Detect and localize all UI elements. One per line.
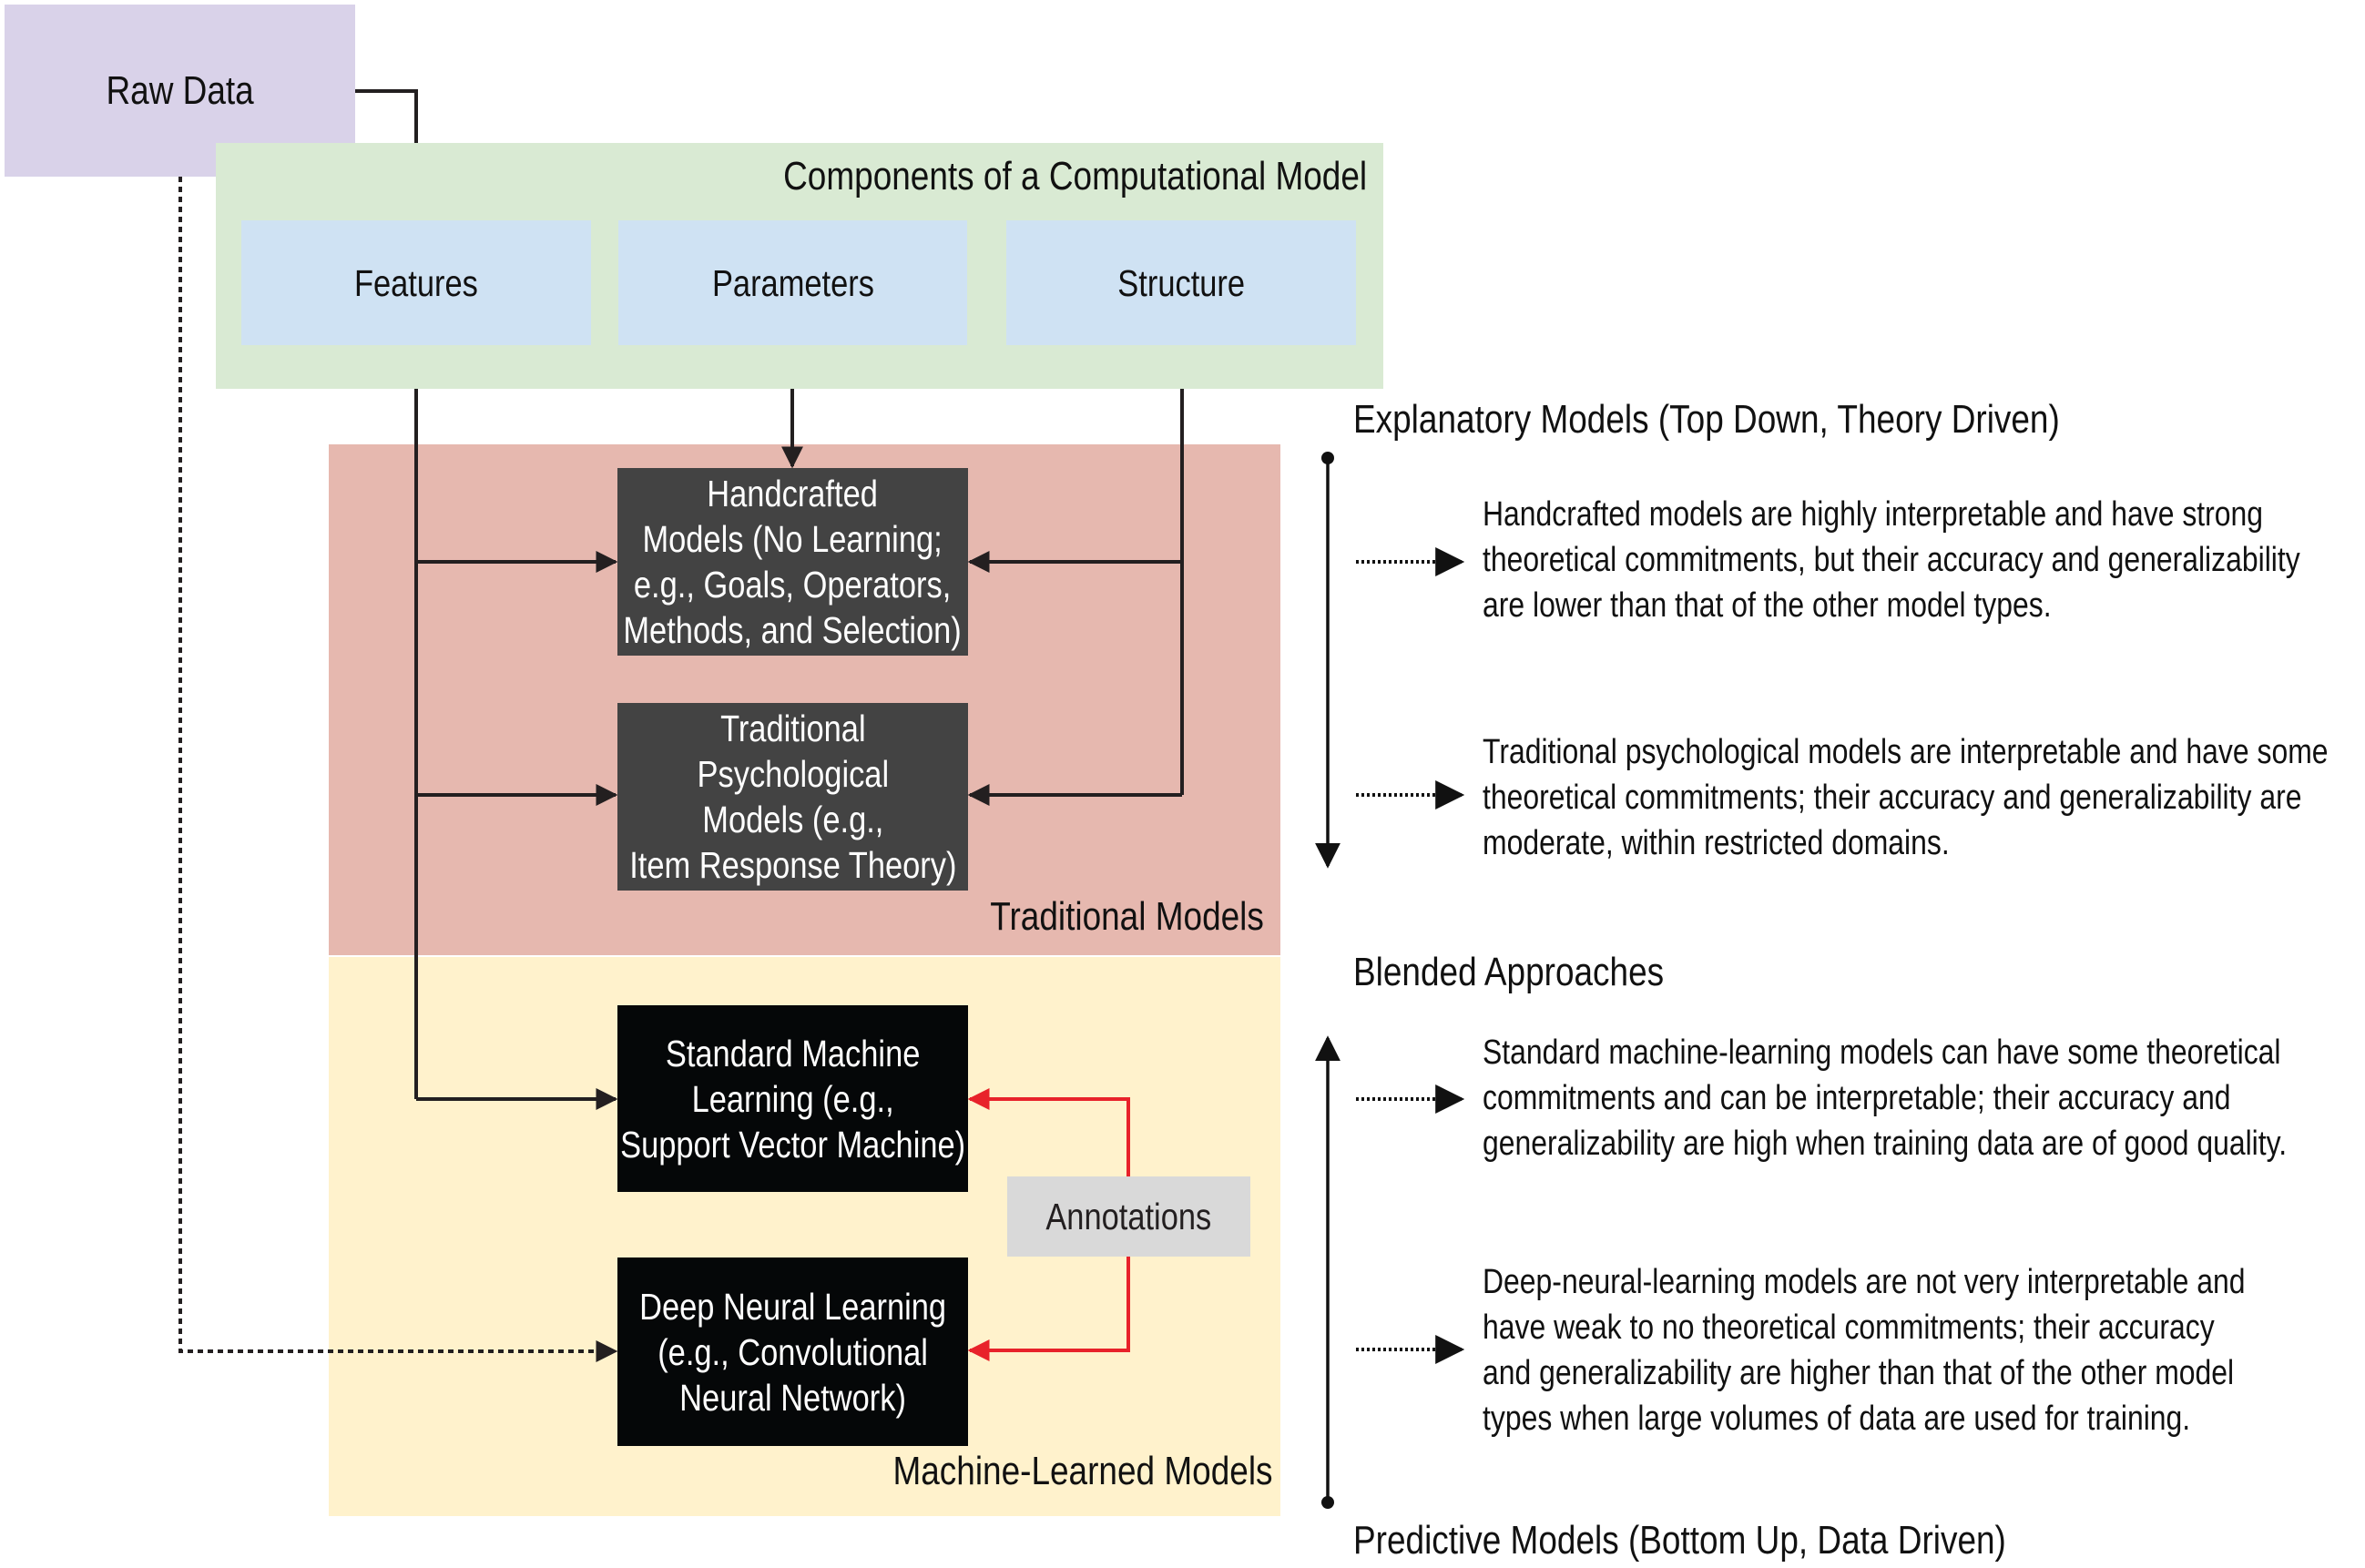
- description-line: types when large volumes of data are use…: [1483, 1400, 2191, 1438]
- description-line: are lower than that of the other model t…: [1483, 586, 2052, 625]
- description-line: Deep-neural-learning models are not very…: [1483, 1263, 2246, 1301]
- handcrafted-description: Handcrafted models are highly interpreta…: [1483, 492, 2365, 628]
- annotations-label: Annotations: [1045, 1196, 1212, 1237]
- traditional-description: Traditional psychological models are int…: [1483, 729, 2365, 866]
- component-structure-label: Structure: [1117, 261, 1245, 304]
- blended-heading-wrap: Blended Approaches: [1353, 950, 1723, 995]
- predictive-models-heading: Predictive Models (Bottom Up, Data Drive…: [1353, 1518, 2006, 1563]
- component-features-label: Features: [354, 261, 478, 304]
- predictive-axis-dot: [1321, 1496, 1334, 1509]
- blended-approaches-heading: Blended Approaches: [1353, 950, 1665, 994]
- description-line: Handcrafted models are highly interpreta…: [1483, 495, 2264, 534]
- raw-to-components-line: [355, 89, 418, 143]
- description-line: Traditional psychological models are int…: [1483, 733, 2329, 771]
- description-line: theoretical commitments; their accuracy …: [1483, 779, 2302, 817]
- components-title: Components of a Computational Model: [782, 154, 1367, 199]
- handcrafted-line: Handcrafted: [707, 473, 879, 514]
- traditional-psych-line: Traditional: [719, 708, 866, 749]
- machine-learned-models-label: Machine-Learned Models: [892, 1449, 1273, 1493]
- handcrafted-models-box: Handcrafted Models (No Learning; e.g., G…: [617, 468, 968, 656]
- explanatory-models-heading: Explanatory Models (Top Down, Theory Dri…: [1353, 397, 2060, 442]
- description-line: have weak to no theoretical commitments;…: [1483, 1308, 2215, 1347]
- traditional-psych-line: Item Response Theory): [628, 844, 957, 886]
- description-line: generalizability are high when training …: [1483, 1125, 2288, 1163]
- deep-neural-learning-box: Deep Neural Learning (e.g., Convolutiona…: [617, 1257, 968, 1446]
- explanatory-axis-dot: [1321, 452, 1334, 464]
- explanatory-heading-wrap: Explanatory Models (Top Down, Theory Dri…: [1353, 397, 2195, 443]
- description-line: Standard machine-learning models can hav…: [1483, 1033, 2281, 1072]
- sml-line: Standard Machine: [665, 1032, 921, 1074]
- handcrafted-line: Models (No Learning;: [642, 518, 943, 560]
- traditional-models-label: Traditional Models: [990, 894, 1264, 939]
- predictive-heading-wrap: Predictive Models (Bottom Up, Data Drive…: [1353, 1518, 2130, 1563]
- dnl-line: (e.g., Convolutional: [658, 1330, 928, 1373]
- dnl-line: Deep Neural Learning: [639, 1285, 946, 1328]
- component-structure: Structure: [1006, 220, 1356, 345]
- raw-data-box: Raw Data: [5, 5, 355, 177]
- traditional-psychological-models-box: Traditional Psychological Models (e.g., …: [617, 703, 968, 891]
- raw-data-label: Raw Data: [106, 67, 254, 113]
- sml-line: Support Vector Machine): [619, 1123, 966, 1166]
- handcrafted-line: e.g., Goals, Operators,: [634, 564, 952, 606]
- description-line: commitments and can be interpretable; th…: [1483, 1079, 2231, 1117]
- component-features: Features: [241, 220, 591, 345]
- dnl-description: Deep-neural-learning models are not very…: [1483, 1259, 2365, 1441]
- annotations-box: Annotations: [1007, 1176, 1250, 1257]
- component-parameters-label: Parameters: [711, 261, 874, 304]
- traditional-psych-line: Psychological: [697, 753, 889, 795]
- traditional-psych-line: Models (e.g.,: [701, 799, 884, 840]
- component-parameters: Parameters: [618, 220, 967, 345]
- sml-line: Learning (e.g.,: [691, 1077, 894, 1120]
- handcrafted-line: Methods, and Selection): [623, 609, 963, 651]
- description-line: moderate, within restricted domains.: [1483, 824, 1950, 862]
- description-line: and generalizability are higher than tha…: [1483, 1354, 2235, 1392]
- description-line: theoretical commitments, but their accur…: [1483, 541, 2300, 579]
- dnl-line: Neural Network): [679, 1376, 906, 1419]
- sml-description: Standard machine-learning models can hav…: [1483, 1030, 2365, 1166]
- standard-machine-learning-box: Standard Machine Learning (e.g., Support…: [617, 1005, 968, 1192]
